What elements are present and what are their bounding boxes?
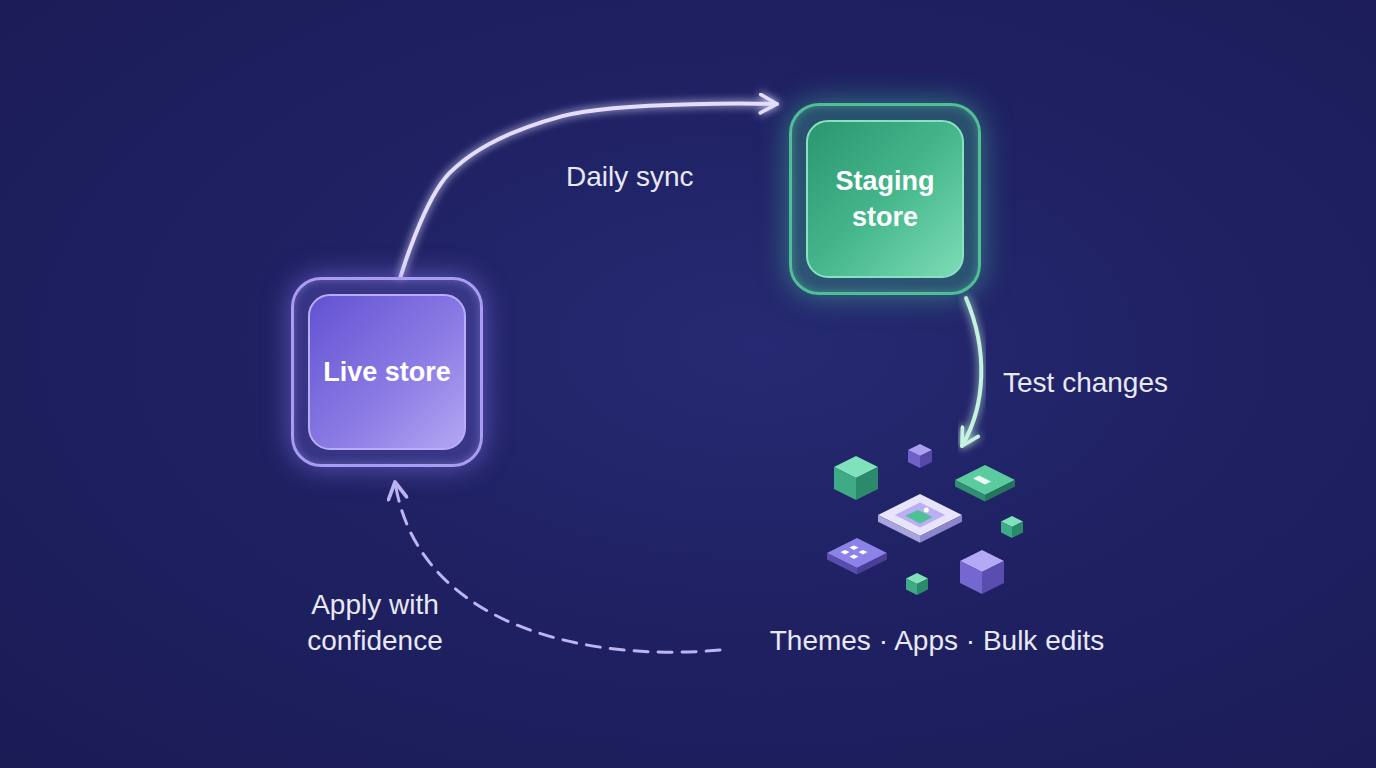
store-box: Staging store <box>789 103 981 295</box>
purple-tile-part <box>859 550 868 555</box>
caption-label: Test changes <box>1003 365 1168 401</box>
purple-tile-part <box>841 550 850 555</box>
small-green-cube-part <box>1012 522 1023 539</box>
purple-cube <box>960 550 1004 594</box>
green-cube-part <box>856 467 878 500</box>
purple-tile-part <box>850 546 859 551</box>
caption-label: Apply with confidence <box>270 587 480 659</box>
store-box-face <box>806 120 964 278</box>
apply-arrow <box>395 482 720 652</box>
green-tile-part <box>985 480 1015 502</box>
store-name: Staging store <box>820 163 950 235</box>
image-tile <box>878 494 962 543</box>
green-tile-part <box>973 476 991 485</box>
small-green-cube-part <box>906 579 917 596</box>
purple-tile-part <box>850 555 859 560</box>
caption-label: Themes · Apps · Bulk edits <box>737 623 1137 659</box>
small-green-cube <box>906 573 928 595</box>
purple-tile <box>827 538 887 575</box>
purple-cube-part <box>920 450 932 468</box>
small-green-cube <box>1001 516 1023 538</box>
green-tile <box>955 465 1015 502</box>
small-green-cube-part <box>917 579 928 596</box>
store-name: Live store <box>322 354 452 390</box>
purple-cube-part <box>982 561 1004 594</box>
small-green-cube-part <box>1001 522 1012 539</box>
image-tile-part <box>924 507 929 512</box>
test-arrow <box>962 298 981 446</box>
purple-tile-part <box>857 553 887 575</box>
change-blocks-illustration <box>827 444 1023 595</box>
green-cube-part <box>834 467 856 500</box>
store-box: Live store <box>291 277 483 467</box>
green-cube <box>834 456 878 500</box>
edge-label: Daily sync <box>566 159 694 195</box>
connector-layer <box>400 104 777 277</box>
purple-cube <box>908 444 932 468</box>
purple-cube-part <box>908 450 920 468</box>
image-tile-part <box>895 502 945 527</box>
sync-arrow <box>400 104 777 277</box>
green-tile-part <box>955 480 985 502</box>
image-tile-part <box>905 510 932 523</box>
image-tile-part <box>878 494 962 536</box>
purple-cube-part <box>960 561 982 594</box>
